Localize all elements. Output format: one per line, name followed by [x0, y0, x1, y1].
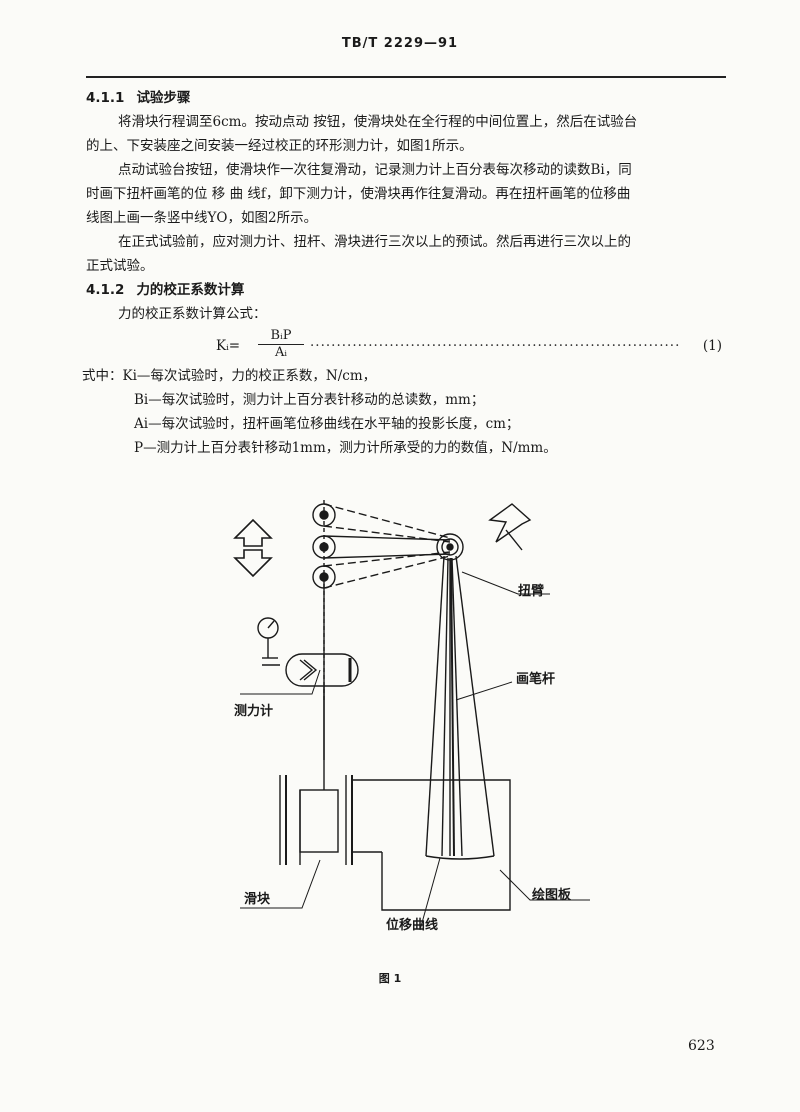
label-dynamometer: 测力计 — [234, 704, 274, 719]
label-torsion-arm: 扭臂 — [518, 584, 545, 599]
formula-lhs: Kᵢ= — [216, 338, 241, 354]
where-line: P—测力计上百分表针移动1mm，测力计所承受的力的数值，N/mm。 — [134, 440, 557, 456]
where-line: Bi—每次试验时，测力计上百分表针移动的总读数，mm； — [134, 392, 485, 408]
label-drawing-board: 绘图板 — [532, 888, 572, 903]
displacement-curve — [425, 855, 495, 860]
pen-rods — [425, 555, 495, 857]
page-number: 623 — [688, 1038, 715, 1054]
equation-number: (1) — [702, 338, 722, 354]
slider-housing — [279, 775, 353, 865]
torsion-arm-pivot — [436, 533, 464, 561]
linkage-arms — [323, 503, 451, 589]
paragraph-line: 点动试验台按钮，使滑块作一次往复滑动，记录测力计上百分表每次移动的读数Bi，同 — [118, 162, 632, 178]
label-slider: 滑块 — [244, 892, 271, 907]
section-heading-4-1-1: 4.1.1 试验步骤 — [86, 86, 726, 110]
paragraph-line: 在正式试验前，应对测力计、扭杆、滑块进行三次以上的预试。然后再进行三次以上的 — [118, 234, 631, 250]
formula-denominator: Aᵢ — [274, 345, 287, 360]
figure-1-drawing — [233, 500, 590, 931]
figure-caption: 图 1 — [378, 972, 402, 985]
where-line: Ai—每次试验时，扭杆画笔位移曲线在水平轴的投影长度，cm； — [134, 416, 520, 432]
paragraph-line: 时画下扭杆画笔的位 移 曲 线f，卸下测力计，使滑块再作往复滑动。再在扭杆画笔的… — [86, 186, 631, 202]
formula-intro: 力的校正系数计算公式： — [118, 306, 267, 322]
section-title: 力的校正系数计算 — [136, 282, 245, 298]
paragraph-line: 正式试验。 — [86, 258, 154, 274]
header-rule — [86, 76, 726, 78]
up-down-arrow-icon — [233, 518, 273, 578]
dynamometer — [257, 617, 359, 790]
paragraph-line: 的上、下安装座之间安装一经过校正的环形测力计，如图1所示。 — [86, 138, 473, 154]
leader-lines — [240, 571, 590, 931]
section-number: 4.1.2 — [86, 282, 125, 298]
where-line: 式中：Ki—每次试验时，力的校正系数，N/cm， — [82, 368, 377, 384]
formula-numerator: BᵢP — [258, 328, 304, 345]
drawing-board — [352, 779, 511, 911]
document-body: 4.1.1 试验步骤 将滑块行程调至6cm。按动点动 按钮，使滑块处在全行程的中间… — [82, 86, 726, 460]
label-pen-rod: 画笔杆 — [516, 672, 556, 687]
section-number: 4.1.1 — [86, 90, 125, 106]
paragraph-line: 将滑块行程调至6cm。按动点动 按钮，使滑块处在全行程的中间位置上，然后在试验台 — [118, 114, 638, 130]
section-heading-4-1-2: 4.1.2 力的校正系数计算 — [86, 278, 726, 302]
figure-1: 扭臂 画笔杆 测力计 滑块 绘图板 位移曲线 — [200, 490, 620, 954]
paragraph-line: 线图上画一条竖中线YO，如图2所示。 — [86, 210, 318, 226]
view-direction-arrow-icon — [488, 503, 532, 551]
page-header: TB/T 2229—91 — [341, 36, 459, 51]
formula: Kᵢ= BᵢP Aᵢ ·····························… — [86, 328, 726, 362]
formula-fraction: BᵢP Aᵢ — [258, 328, 304, 361]
formula-leader-dots: ········································… — [310, 338, 680, 354]
label-displacement-curve: 位移曲线 — [386, 918, 439, 933]
section-title: 试验步骤 — [136, 90, 191, 106]
